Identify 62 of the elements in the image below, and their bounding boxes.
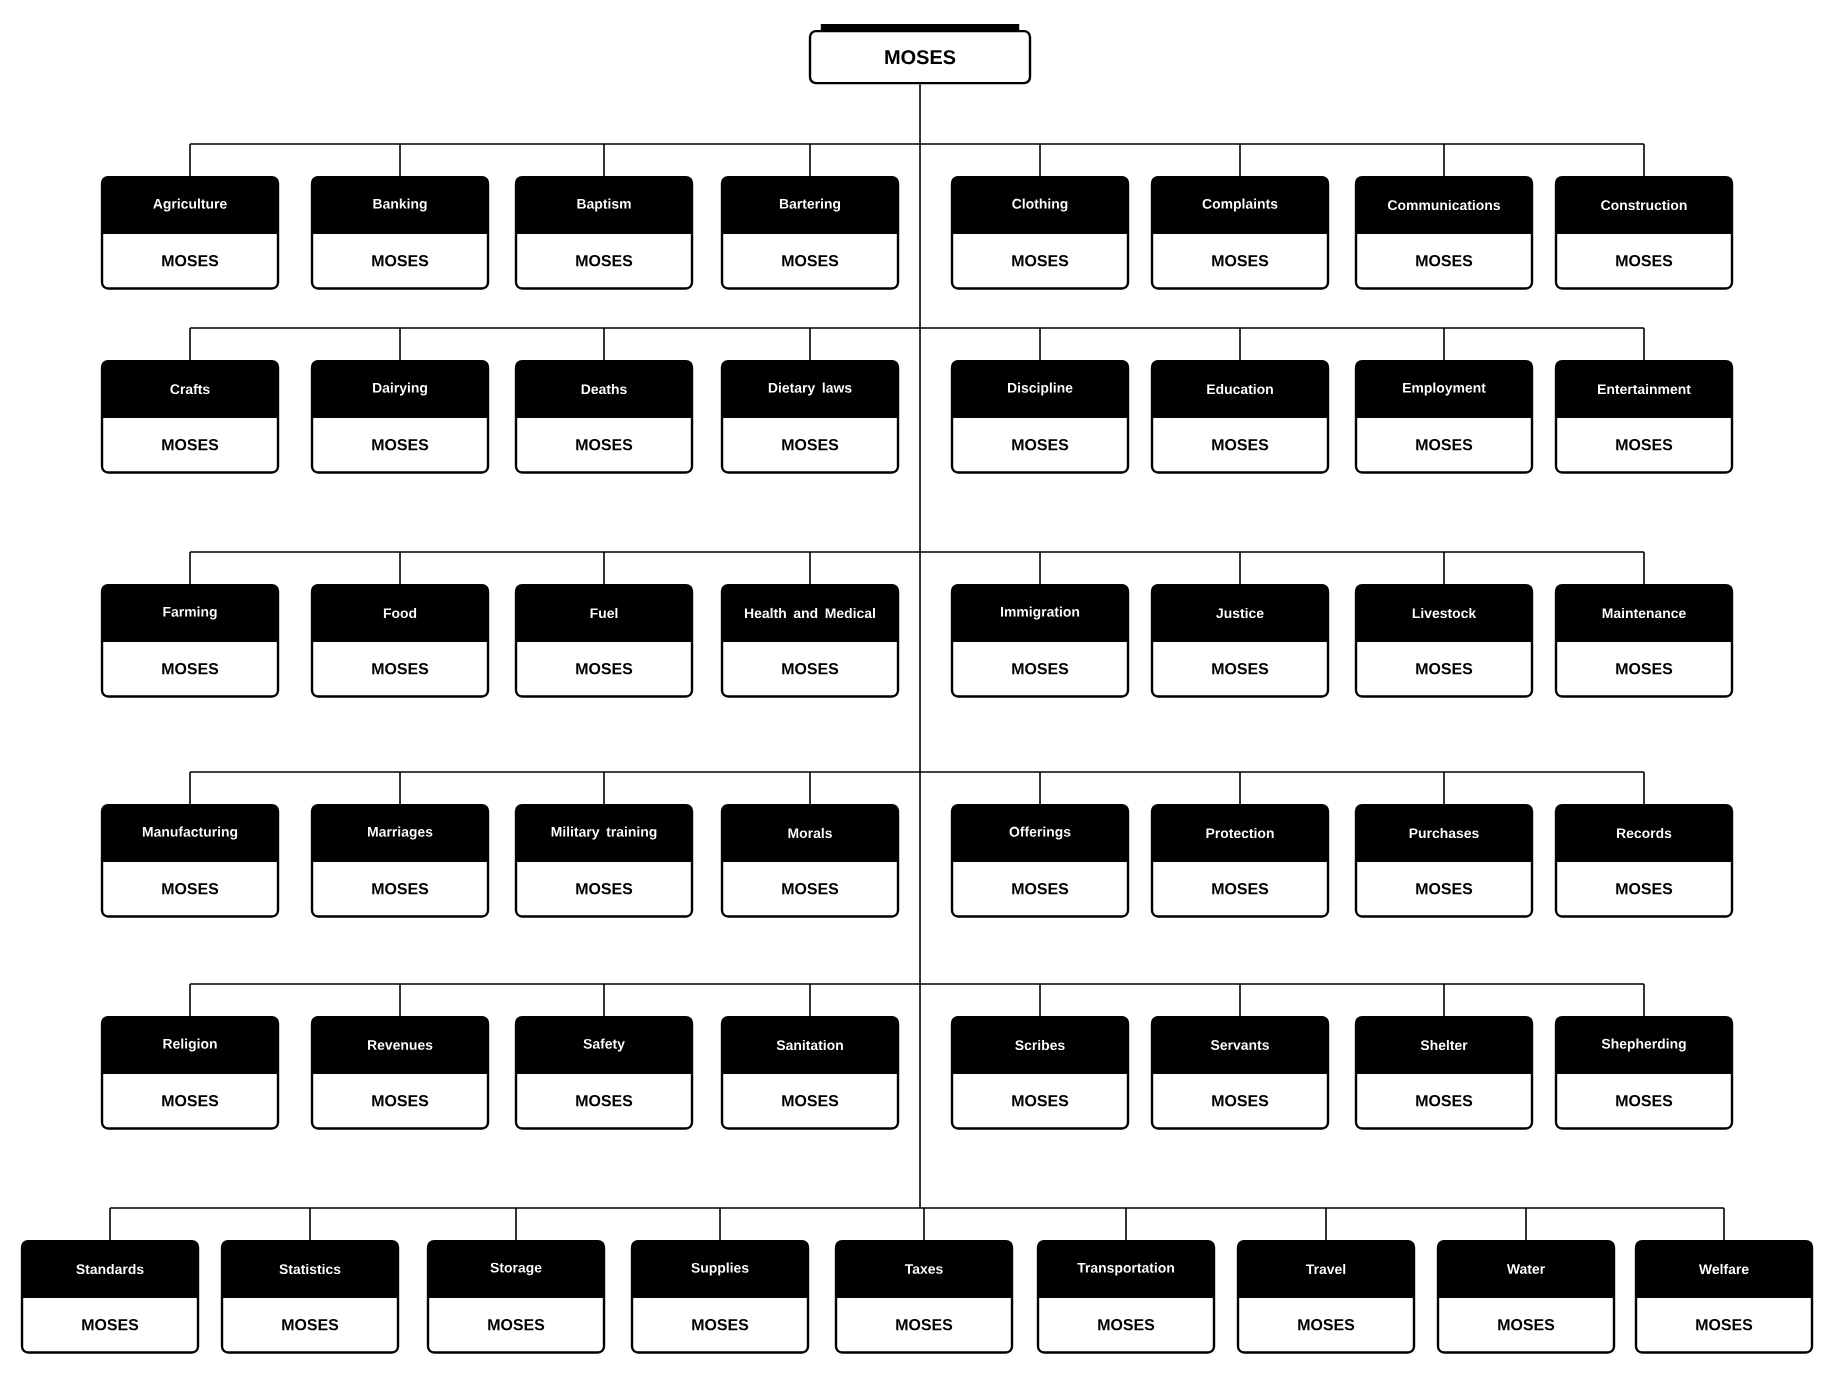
connector-line: [603, 143, 605, 177]
connector-line: [309, 1207, 311, 1241]
connector-line: [1039, 327, 1041, 361]
bus-line: [109, 1207, 1725, 1209]
connector-line: [1239, 551, 1241, 585]
connector-line: [1239, 983, 1241, 1017]
connector-line: [809, 551, 811, 585]
connector-line: [603, 551, 605, 585]
connector-line: [189, 327, 191, 361]
trunk-line: [919, 83, 921, 145]
connector-line: [1443, 143, 1445, 177]
connector-line: [1239, 143, 1241, 177]
connector-line: [1443, 983, 1445, 1017]
connector-line: [1443, 551, 1445, 585]
trunk-line: [919, 771, 921, 985]
connector-line: [1643, 143, 1645, 177]
connector-line: [1125, 1207, 1127, 1241]
connector-line: [399, 983, 401, 1017]
connector-line: [189, 143, 191, 177]
trunk-line: [919, 551, 921, 773]
bus-line: [189, 551, 1645, 553]
connector-line: [809, 327, 811, 361]
connector-line: [603, 327, 605, 361]
connector-line: [1039, 771, 1041, 805]
connector-line: [1723, 1207, 1725, 1241]
connector-line: [1643, 327, 1645, 361]
connector-line: [1443, 327, 1445, 361]
trunk-line: [919, 327, 921, 553]
connector-line: [719, 1207, 721, 1241]
connector-line: [399, 327, 401, 361]
connector-line: [1239, 771, 1241, 805]
connector-line: [1443, 771, 1445, 805]
connector-line: [109, 1207, 111, 1241]
connector-line: [603, 983, 605, 1017]
connector-line: [399, 771, 401, 805]
connector-line: [809, 143, 811, 177]
connector-line: [923, 1207, 925, 1241]
connector-line: [809, 983, 811, 1017]
connector-line: [1643, 771, 1645, 805]
connector-line: [809, 771, 811, 805]
connector-line: [1239, 327, 1241, 361]
trunk-line: [919, 983, 921, 1209]
connector-line: [1039, 551, 1041, 585]
connector-line: [189, 983, 191, 1017]
connector-line: [1525, 1207, 1527, 1241]
connector-line: [1325, 1207, 1327, 1241]
connector-line: [603, 771, 605, 805]
connector-line: [399, 143, 401, 177]
connector-line: [515, 1207, 517, 1241]
bus-line: [189, 327, 1645, 329]
connector-line: [1039, 983, 1041, 1017]
connector-line: [1643, 983, 1645, 1017]
trunk-line: [919, 143, 921, 329]
bus-line: [189, 143, 1645, 145]
root-box: MOSES: [808, 29, 1032, 85]
connector-line: [1643, 551, 1645, 585]
bus-line: [189, 983, 1645, 985]
bus-line: [189, 771, 1645, 773]
connector-line: [189, 771, 191, 805]
connector-line: [189, 551, 191, 585]
connector-line: [1039, 143, 1041, 177]
connector-line: [399, 551, 401, 585]
